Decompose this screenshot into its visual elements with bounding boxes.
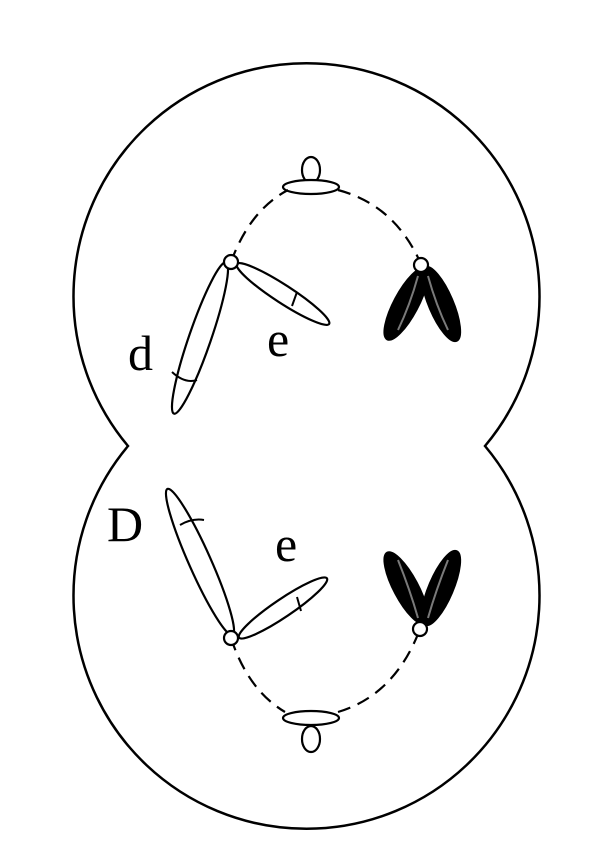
cell-outline [72, 61, 541, 831]
lower-left-centromere [222, 629, 240, 647]
lower-spindle-pole [281, 709, 341, 754]
label-D: D [107, 496, 143, 552]
upper-long-chromosome [170, 261, 230, 415]
lower-right-centromere [411, 620, 429, 638]
upper-left-centromere [222, 253, 240, 271]
upper-right-centromere [412, 256, 430, 274]
lower-short-chromosome [237, 576, 329, 640]
upper-spindle-fiber [229, 188, 423, 265]
lower-spindle-fiber [229, 628, 422, 714]
upper-dark-chromosome [383, 265, 462, 343]
upper-spindle-pole [281, 155, 341, 196]
lower-dark-chromosome [383, 549, 462, 627]
lower-long-chromosome [164, 487, 236, 637]
label-e-lower: e [275, 516, 297, 572]
label-e-upper: e [267, 311, 289, 367]
label-d: d [128, 325, 153, 381]
